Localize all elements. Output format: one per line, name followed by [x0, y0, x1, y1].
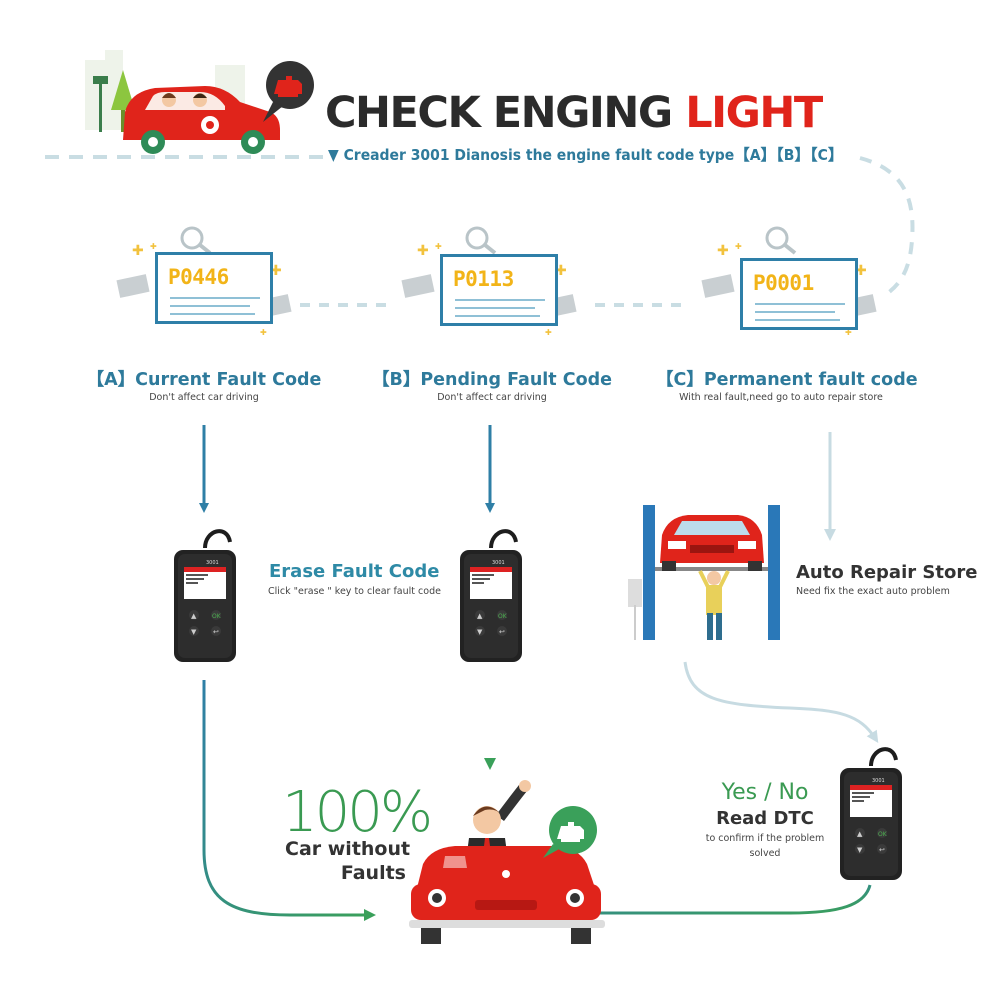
dashed-connector-top	[859, 156, 915, 297]
code-desc-a: Don't affect car driving	[149, 392, 259, 403]
fault-code-b: P0113	[453, 267, 514, 291]
percent-label: 100%	[282, 780, 433, 845]
title-main: CHECK ENGING	[325, 88, 686, 138]
svg-text:↩: ↩	[879, 846, 885, 854]
erase-desc: Click "erase " key to clear fault code	[268, 586, 441, 597]
arrow-read-to-car	[572, 884, 872, 919]
result-line-1: Car without	[285, 838, 411, 860]
code-title-a: 【A】Current Fault Code	[86, 370, 322, 390]
title-highlight: LIGHT	[685, 88, 823, 138]
svg-text:✚: ✚	[735, 242, 742, 251]
page-subtitle: ▼ Creader 3001 Dianosis the engine fault…	[328, 146, 844, 164]
code-desc-b: Don't affect car driving	[437, 392, 547, 403]
svg-text:OK: OK	[498, 613, 508, 620]
device-model: 3001	[206, 560, 219, 566]
code-title-b: 【B】Pending Fault Code	[372, 370, 613, 390]
svg-text:OK: OK	[878, 831, 888, 838]
svg-text:▼: ▼	[191, 628, 197, 636]
happy-car-illustration	[409, 780, 605, 944]
svg-text:✚: ✚	[132, 243, 144, 259]
svg-text:✚: ✚	[855, 263, 867, 279]
arrow-repair-to-read	[683, 661, 879, 744]
scanner-device-b: 3001 ▲ ▼ OK ↩	[458, 522, 524, 664]
fault-code-c: P0001	[753, 271, 814, 295]
scanner-device-a: 3001 ▲ ▼ OK ↩	[172, 522, 238, 664]
svg-text:▲: ▲	[191, 612, 197, 620]
svg-text:✚: ✚	[260, 328, 267, 337]
fault-code-a: P0446	[168, 265, 229, 289]
device-model: 3001	[872, 778, 885, 784]
svg-text:✚: ✚	[717, 243, 729, 259]
svg-text:↩: ↩	[499, 628, 505, 636]
svg-text:✚: ✚	[545, 328, 552, 337]
svg-text:▲: ▲	[857, 830, 863, 838]
svg-text:✚: ✚	[270, 263, 282, 279]
svg-text:▼: ▼	[857, 846, 863, 854]
erase-title: Erase Fault Code	[269, 561, 440, 582]
device-model: 3001	[492, 560, 505, 566]
read-dtc-desc-2: solved	[749, 848, 781, 859]
code-box-b: P0113	[440, 254, 558, 326]
page-title: CHECK ENGING LIGHT	[325, 88, 823, 138]
read-dtc-desc-1: to confirm if the problem	[705, 833, 825, 844]
svg-text:▲: ▲	[477, 612, 483, 620]
repair-lift-illustration	[628, 505, 780, 640]
svg-text:↩: ↩	[213, 628, 219, 636]
svg-text:✚: ✚	[417, 243, 429, 259]
svg-text:✚: ✚	[555, 263, 567, 279]
svg-text:▼: ▼	[477, 628, 483, 636]
code-desc-c: With real fault,need go to auto repair s…	[679, 392, 883, 403]
svg-text:✚: ✚	[150, 242, 157, 251]
code-box-a: P0446	[155, 252, 273, 324]
repair-desc: Need fix the exact auto problem	[796, 586, 950, 597]
svg-text:✚: ✚	[435, 242, 442, 251]
code-box-c: P0001	[740, 258, 858, 330]
code-title-c: 【C】Permanent fault code	[656, 370, 918, 390]
scanner-device-c: 3001 ▲ ▼ OK ↩	[838, 740, 904, 882]
read-dtc-title: Read DTC	[716, 808, 814, 829]
result-line-2: Faults	[340, 862, 406, 884]
car-illustration	[85, 50, 314, 154]
arrow-a-to-car	[202, 680, 376, 921]
code-card-b-decoration: ✚ ✚ ✚ ✚	[401, 226, 577, 337]
yes-no-label: Yes / No	[721, 780, 809, 805]
repair-title: Auto Repair Store	[796, 562, 978, 583]
svg-text:✚: ✚	[845, 328, 852, 337]
svg-text:OK: OK	[212, 613, 222, 620]
